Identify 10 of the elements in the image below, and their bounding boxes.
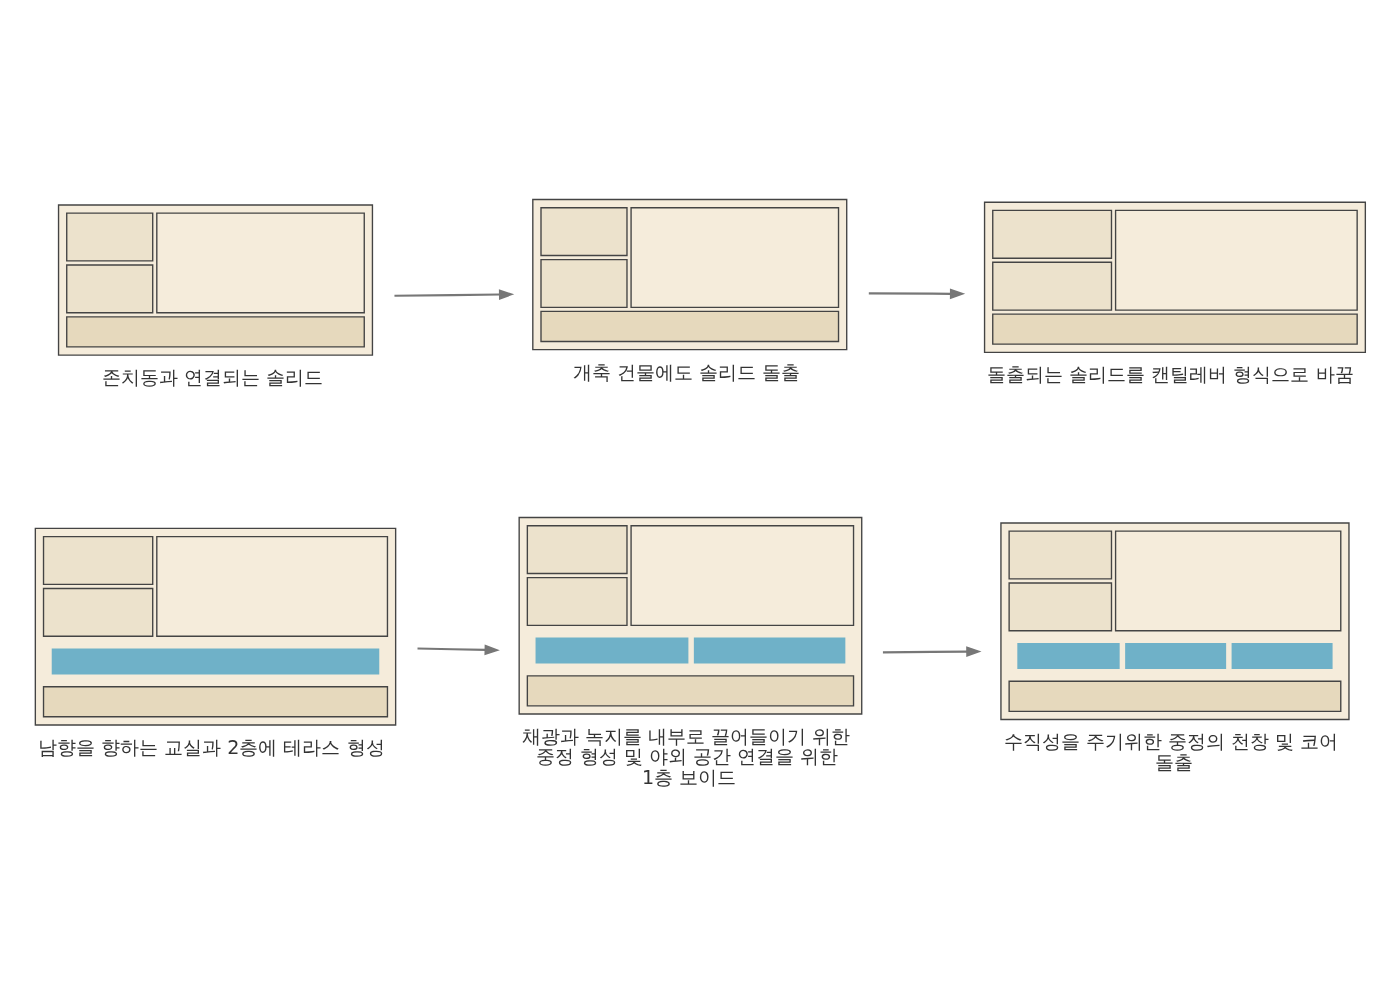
node-label: 수직성을 주기위한 중정의 천창 및 코어 돌출 bbox=[1003, 729, 1339, 774]
arrow bbox=[882, 645, 982, 657]
arrow bbox=[868, 287, 966, 299]
arrow bbox=[417, 644, 500, 655]
node-label: 돌출되는 솔리드를 캔틸레버 형식으로 바꿈 bbox=[987, 362, 1354, 386]
node-label: 존치동과 연결되는 솔리드 bbox=[102, 365, 324, 389]
node-label: 개축 건물에도 솔리드 돌출 bbox=[573, 360, 801, 384]
arrow bbox=[394, 288, 515, 300]
node-label: 남향을 향하는 교실과 2층에 테라스 형성 bbox=[38, 735, 385, 759]
node-label: 채광과 녹지를 내부로 끌어들이기 위한 중정 형성 및 야외 공간 연결을 위한 1층 보이드 bbox=[521, 724, 851, 789]
